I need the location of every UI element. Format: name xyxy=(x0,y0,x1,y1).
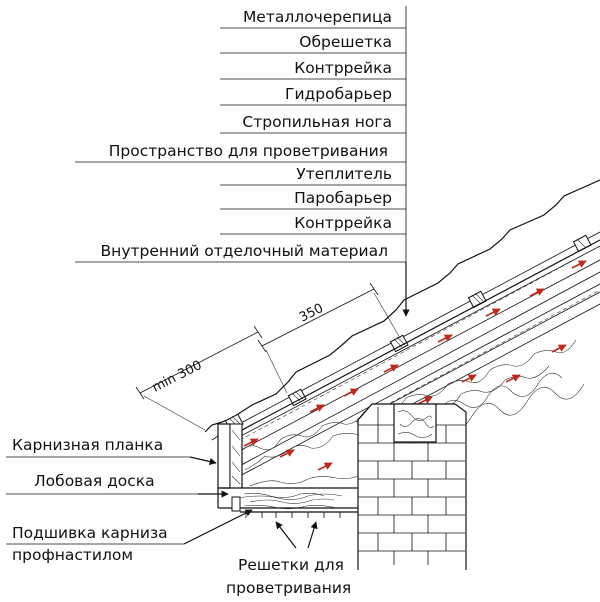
soffit-board xyxy=(240,493,358,518)
layer-label-counter-batten-lower: Контррейка xyxy=(294,214,392,232)
callout-fascia-board: Лобовая доска xyxy=(34,472,155,490)
left-callouts: Карнизная планка Лобовая доска Подшивка … xyxy=(6,436,253,564)
layer-label-stack: Металлочерепица Обрешетка Контррейка Гид… xyxy=(75,6,410,317)
layer-label-interior-finish: Внутренний отделочный материал xyxy=(101,242,388,260)
callout-soffit-line1: Подшивка карниза xyxy=(12,524,168,542)
batten-blocks xyxy=(224,234,592,432)
layer-label-insulation: Утеплитель xyxy=(296,165,392,183)
brick-wall xyxy=(357,403,467,570)
callout-vents-line1: Решетки для xyxy=(238,556,344,574)
dimension-annotations: 350 min 300 xyxy=(135,282,401,431)
dimension-min-overhang: min 300 xyxy=(150,358,204,396)
metal-tile-profile xyxy=(204,179,600,433)
fascia-block xyxy=(217,423,358,512)
layer-label-water-barrier: Гидробарьер xyxy=(285,85,392,103)
layer-label-ventilation-space: Пространство для проветривания xyxy=(109,142,388,160)
layer-label-rafter: Стропильная нога xyxy=(242,113,392,131)
roof-section xyxy=(204,179,600,570)
layer-label-batten: Обрешетка xyxy=(299,33,392,51)
layer-label-metal-tile: Металлочерепица xyxy=(243,8,392,26)
callout-soffit-line2: профнастилом xyxy=(12,546,133,564)
dimension-batten-spacing: 350 xyxy=(297,301,326,326)
layer-label-vapor-barrier: Паробарьер xyxy=(294,189,392,207)
layer-label-counter-batten-upper: Контррейка xyxy=(294,59,392,77)
callout-cornice-strip: Карнизная планка xyxy=(12,436,163,454)
callout-vents-line2: проветривания xyxy=(226,579,351,597)
vent-callout: Решетки для проветривания xyxy=(226,521,351,597)
ventilation-arrows xyxy=(243,260,587,471)
